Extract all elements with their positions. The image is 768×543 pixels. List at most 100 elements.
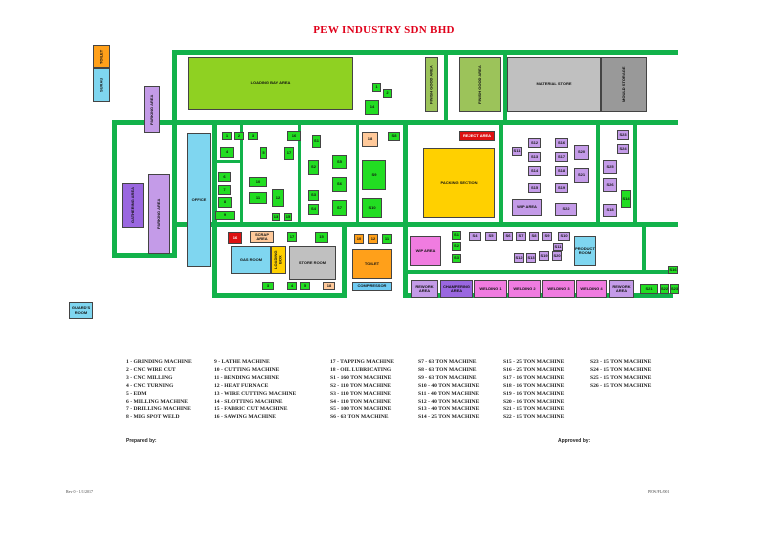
- loading-bay-area: LOADING BAY AREA: [188, 57, 353, 110]
- legend-item: S11 - 40 TON MACHINE: [418, 390, 480, 397]
- legend-item: S17 - 16 TON MACHINE: [503, 374, 565, 381]
- machine-s14: S14: [528, 166, 541, 176]
- machine-m12: 12: [272, 189, 284, 207]
- legend-item: S16 - 25 TON MACHINE: [503, 366, 565, 373]
- legend-item: S13 - 40 TON MACHINE: [418, 406, 480, 413]
- machine-s16: S16: [555, 138, 568, 148]
- machine-s20-b: S20: [552, 251, 562, 261]
- toilet-mid: TOILET: [352, 249, 392, 279]
- welding-2: WELDING 2: [508, 280, 541, 298]
- legend-item: S22 - 15 TON MACHINE: [503, 414, 565, 421]
- machine-s15: S15: [528, 183, 541, 193]
- machine-s8: S8: [388, 132, 400, 141]
- machine-m4-b: 4: [287, 282, 297, 290]
- legend-column-6: S23 - 15 TON MACHINE S24 - 15 TON MACHIN…: [590, 359, 651, 391]
- machine-s9: S9: [362, 160, 386, 190]
- legend-item: S24 - 15 TON MACHINE: [590, 366, 652, 373]
- machine-m4: 4: [220, 147, 234, 158]
- legend-item: 13 - WIRE CUTTING MACHINE: [214, 390, 297, 397]
- legend-item: S9 - 63 TON MACHINE: [418, 374, 477, 381]
- machine-s6: S6: [332, 177, 347, 192]
- machine-m5: 5: [260, 147, 267, 159]
- welding-4: WELDING 4: [576, 280, 607, 298]
- machine-s12-b: S12: [514, 253, 524, 263]
- machine-s22-b: S22: [660, 284, 669, 294]
- legend-item: 3 - CNC MILLING: [126, 374, 173, 381]
- rework-area-1: REWORK AREA: [411, 280, 438, 298]
- legend-item: 1 - GRINDING MACHINE: [126, 359, 192, 365]
- machine-m11-b: 11: [382, 234, 392, 244]
- gathering-area: GATHERING AREA: [122, 183, 144, 228]
- machine-m12-b: 12: [368, 234, 378, 244]
- machine-m3-b: 3: [262, 282, 274, 290]
- legend-column-3: 17 - TAPPING MACHINE 18 - OIL LUBRICATIN…: [330, 359, 394, 422]
- legend-item: 10 - CUTTING MACHINE: [214, 366, 280, 373]
- footer-revision: Rev 0 - 1/1/2017: [66, 489, 93, 494]
- guard-room: GUARD'S ROOM: [69, 302, 93, 319]
- gas-room: GAS ROOM: [231, 246, 271, 274]
- office: OFFICE: [187, 133, 211, 267]
- legend-item: 12 - HEAT FURNACE: [214, 382, 269, 389]
- legend-item: S12 - 40 TON MACHINE: [418, 398, 480, 405]
- legend-item: S14 - 25 TON MACHINE: [418, 414, 480, 421]
- legend-item: S2 - 110 TON MACHINE: [330, 382, 392, 389]
- legend-item: S3 - 110 TON MACHINE: [330, 390, 392, 397]
- legend-item: S21 - 15 TON MACHINE: [503, 406, 565, 413]
- machine-m18: 18: [362, 132, 378, 147]
- machine-s19: S19: [555, 183, 568, 193]
- machine-m3: 3: [248, 132, 258, 140]
- legend-item: 2 - CNC WIRE CUT: [126, 366, 176, 373]
- machine-s23: S23: [617, 130, 629, 140]
- machine-s16-b: S16: [668, 266, 678, 274]
- machine-s7: S7: [332, 200, 347, 216]
- legend-item: S18 - 16 TON MACHINE: [503, 382, 565, 389]
- machine-m16: 16: [287, 131, 301, 141]
- machine-s18-b: S18: [603, 204, 617, 217]
- welding-1: WELDING 1: [474, 280, 507, 298]
- legend-item: S1 - 160 TON MACHINE: [330, 374, 392, 381]
- finish-good-area-1: FINISH GOOD AREA: [425, 57, 438, 112]
- machine-s6-b: S6: [503, 232, 513, 241]
- legend-column-5: S15 - 25 TON MACHINE S16 - 25 TON MACHIN…: [503, 359, 564, 422]
- machine-s2-b: S2: [452, 242, 461, 251]
- legend-item: 16 - SAWING MACHINE: [214, 414, 277, 421]
- machine-s26: S26: [603, 178, 617, 192]
- machine-s21-b: S21: [640, 284, 658, 294]
- machine-s23-b: S23: [670, 284, 679, 294]
- machine-s13: S13: [528, 152, 541, 162]
- legend-column-2: 9 - LATHE MACHINE 10 - CUTTING MACHINE 1…: [214, 359, 296, 422]
- wip-area-2: WIP AREA: [410, 236, 441, 266]
- packing-section: PACKING SECTION: [423, 148, 495, 218]
- machine-s3-b: S3: [452, 254, 461, 263]
- legend-item: S25 - 15 TON MACHINE: [590, 374, 652, 381]
- machine-s2: S2: [308, 160, 319, 175]
- legend-item: S15 - 25 TON MACHINE: [503, 359, 565, 365]
- machine-m5-b: 5: [300, 282, 310, 290]
- machine-s11-b: S11: [553, 243, 563, 251]
- machine-s19-b: S19: [539, 251, 549, 261]
- machine-s1-b: S1: [452, 231, 461, 240]
- machine-m1: 1: [222, 132, 232, 140]
- legend-item: S10 - 40 TON MACHINE: [418, 382, 480, 389]
- machine-s4-b: S4: [469, 232, 481, 241]
- machine-m2: 2: [234, 132, 244, 140]
- legend-item: 4 - CNC TURNING: [126, 382, 174, 389]
- legend-item: 7 - DRILLING MACHINE: [126, 406, 191, 413]
- legend-item: S20 - 16 TON MACHINE: [503, 398, 565, 405]
- rework-area-2: REWORK AREA: [609, 280, 634, 298]
- machine-s25: S25: [603, 160, 617, 174]
- scrap-box: 16: [228, 232, 242, 244]
- machine-m2-top: 2: [383, 89, 392, 98]
- prepared-by-label: Prepared by:: [126, 438, 157, 444]
- machine-s20: S20: [574, 145, 589, 160]
- material-store: MATERIAL STORE: [507, 57, 601, 112]
- legend-item: 15 - FABRIC CUT MACHINE: [214, 406, 288, 413]
- machine-s24: S24: [617, 144, 629, 154]
- parking-area-top: PARKING AREA: [144, 86, 160, 133]
- parking-area-left: PARKING AREA: [148, 174, 170, 254]
- machine-s4: S4: [308, 204, 319, 215]
- loading-box: LOADING BOX: [271, 246, 286, 274]
- scrap-area: SCRAP AREA: [250, 231, 274, 243]
- machine-m15-b: 15: [315, 232, 328, 243]
- legend-item: 17 - TAPPING MACHINE: [330, 359, 394, 365]
